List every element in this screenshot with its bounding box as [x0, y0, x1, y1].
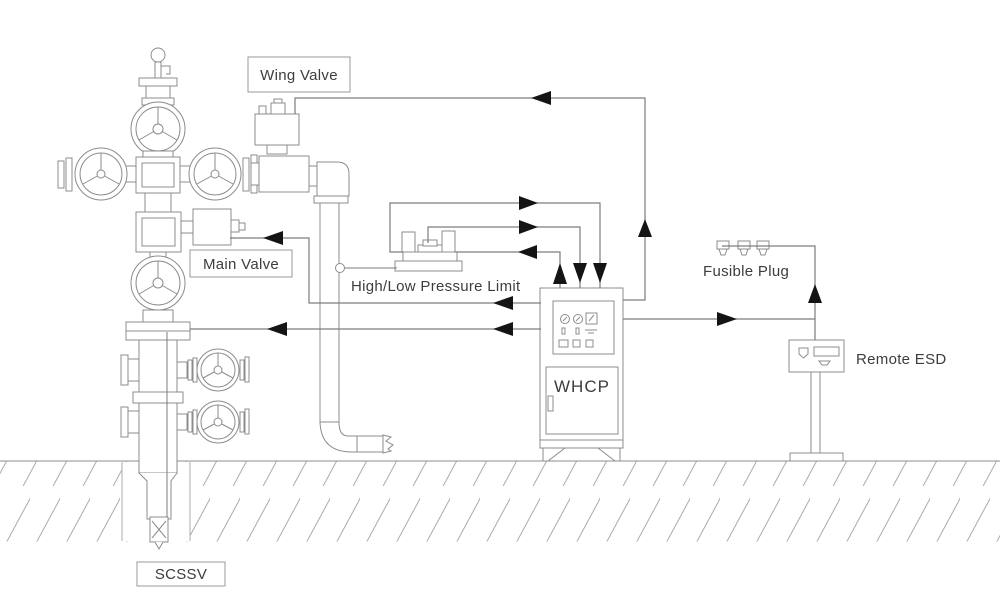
fusible-plug-loop — [716, 240, 770, 256]
gauge-icon — [560, 314, 570, 324]
fusible-plug-line — [722, 245, 816, 340]
remote-esd-label: Remote ESD — [856, 351, 947, 368]
whcp-label: WHCP — [554, 377, 610, 396]
wing-valve-actuator — [254, 98, 300, 155]
wing-valve-assembly — [250, 98, 394, 454]
wing-valve-body — [258, 155, 310, 193]
switch-icon — [572, 339, 581, 348]
scssv-label-box — [136, 561, 226, 587]
flowline-elbow — [316, 161, 350, 197]
fusible-plug-icon — [716, 240, 730, 256]
switch-icon — [585, 339, 594, 348]
esd-pedestal — [810, 371, 821, 454]
main-valve-label-box — [189, 249, 293, 278]
sensing-tap — [335, 263, 345, 273]
lower-side-valve-handwheel — [196, 400, 240, 444]
right-cross-valve-handwheel — [188, 147, 242, 201]
whcp-cabinet: WHCP — [539, 287, 624, 462]
main-valve-label: Main Valve — [203, 256, 279, 273]
gauge-icon — [585, 312, 598, 325]
arrow-down — [593, 263, 607, 283]
fusible-plug-label: Fusible Plug — [703, 263, 789, 280]
esd-display — [813, 346, 840, 357]
fusible-plug-icon — [737, 240, 751, 256]
arrow-left — [263, 231, 283, 245]
lower-master-valve-handwheel — [130, 255, 186, 311]
wing-valve-control-line — [294, 97, 646, 301]
shield-icon — [798, 347, 809, 359]
pilot-output-line-1 — [389, 202, 601, 288]
flowline-pipe — [319, 202, 394, 454]
arrow-left — [518, 245, 537, 259]
arrow-right — [519, 220, 538, 234]
fusible-plug-icon — [756, 240, 770, 256]
arrow-right — [717, 312, 737, 326]
wing-valve-label: Wing Valve — [260, 67, 338, 84]
arrow-left — [493, 296, 513, 310]
tree-top-knob — [150, 47, 166, 63]
arrow-left — [267, 322, 287, 336]
scssv-label: SCSSV — [155, 566, 207, 583]
arrow-up — [638, 219, 652, 237]
arrow-down — [573, 263, 587, 283]
tubing-head-flange — [125, 321, 191, 341]
wing-valve-label-box — [247, 56, 351, 93]
main-valve-actuator — [180, 208, 246, 246]
pressure-limit-label: High/Low Pressure Limit — [351, 278, 521, 295]
tree-cross-block — [135, 156, 181, 194]
control-lines — [166, 97, 816, 517]
labels: Wing Valve Main Valve SCSSV High/Low Pre… — [136, 56, 947, 587]
arrow-left — [531, 91, 551, 105]
left-cross-valve-handwheel — [74, 147, 128, 201]
christmas-tree-wellhead — [57, 47, 258, 551]
scssv-downhole-valve — [149, 516, 169, 551]
esd-button-icon — [818, 360, 831, 366]
pilot-output-line-2 — [427, 226, 581, 288]
esd-base — [789, 452, 844, 462]
gauge-panel — [552, 300, 615, 355]
gauge-icon — [573, 314, 583, 324]
arrow-up — [808, 284, 822, 303]
remote-esd-station — [788, 339, 845, 462]
arrow-right — [519, 196, 538, 210]
upper-side-valve-handwheel — [196, 348, 240, 392]
whcp-door — [545, 366, 619, 435]
casing-spool — [138, 339, 178, 474]
switch-icon — [558, 339, 569, 348]
flow-arrows — [263, 91, 822, 336]
high-low-pressure-pilot — [394, 230, 463, 272]
pipe-break-symbol — [382, 434, 394, 454]
door-handle — [547, 395, 554, 412]
arrow-left — [493, 322, 513, 336]
swab-valve-handwheel — [130, 101, 186, 157]
arrow-up — [553, 263, 567, 284]
